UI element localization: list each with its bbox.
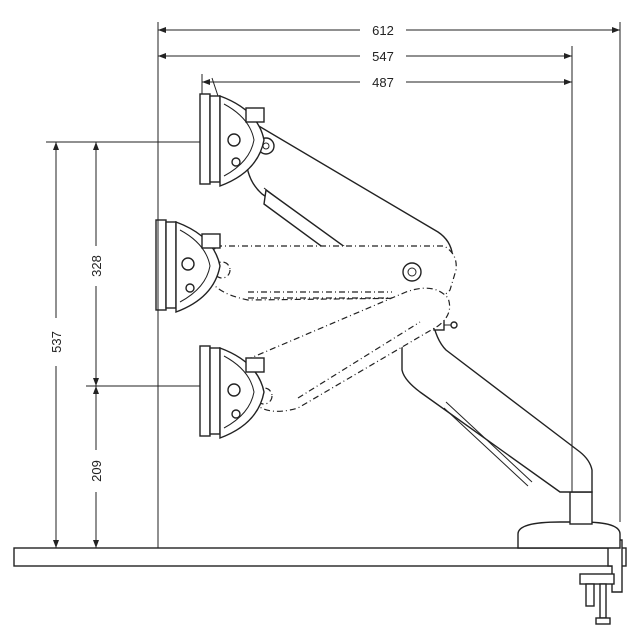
monitor-head-upper — [199, 77, 265, 188]
forearm-lower-position — [245, 287, 451, 412]
monitor-head-lower — [199, 345, 265, 440]
dimension-label-209: 209 — [89, 460, 104, 482]
dimension-width-inner: 487 — [201, 74, 572, 94]
base-pole — [517, 491, 621, 549]
dimension-label-328: 328 — [89, 255, 104, 277]
dimension-height-low: 209 — [89, 386, 104, 548]
dimension-label-487: 487 — [372, 75, 394, 90]
dimension-label-547: 547 — [372, 49, 394, 64]
dimension-width-mid: 547 — [158, 46, 573, 492]
dimension-height-overall: 537 — [46, 141, 200, 548]
desk-surface — [13, 547, 627, 567]
desk-clamp — [579, 539, 623, 625]
dimension-label-537: 537 — [49, 331, 64, 353]
elbow-pivot — [402, 262, 422, 282]
dimension-height-range: 328 — [86, 142, 200, 387]
dimension-label-612: 612 — [372, 23, 394, 38]
monitor-head-middle — [155, 219, 221, 314]
dimension-width-overall: 612 — [157, 22, 621, 548]
lower-arm — [401, 303, 593, 493]
